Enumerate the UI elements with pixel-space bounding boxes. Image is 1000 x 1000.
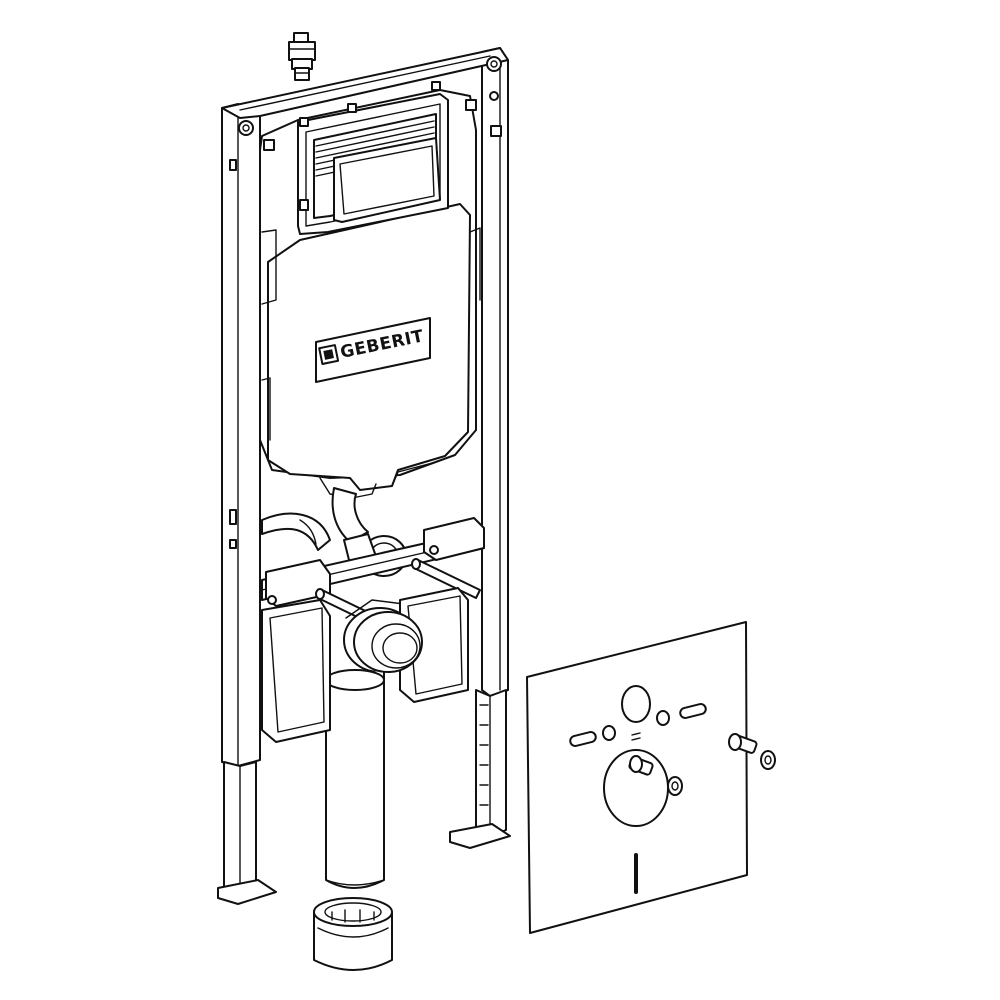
concealed-cistern: GEBERIT — [259, 81, 481, 499]
right-foot — [449, 823, 511, 849]
lower-crossbar — [261, 517, 485, 607]
plate-hole-top — [621, 685, 651, 723]
left-post — [221, 103, 261, 767]
drain-assembly — [261, 587, 469, 889]
washer-2 — [760, 750, 776, 770]
right-leg — [475, 689, 507, 837]
right-housing — [399, 587, 469, 703]
washer-1 — [667, 776, 683, 796]
drain-pipe — [325, 670, 385, 889]
left-housing — [261, 599, 331, 743]
sound-insulation-plate — [526, 621, 748, 934]
bent-hose — [261, 512, 331, 551]
right-post — [481, 47, 509, 697]
pipe-socket — [313, 897, 393, 971]
mounting-frame — [217, 47, 511, 905]
fixing-bolts — [628, 733, 776, 796]
supply-valve — [288, 32, 316, 81]
